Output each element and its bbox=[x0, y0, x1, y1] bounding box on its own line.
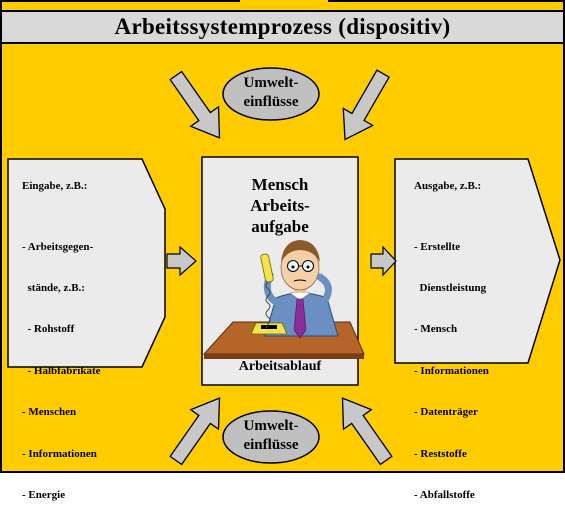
input-item: - Energie bbox=[22, 488, 66, 501]
input-item: - Halbfabrikate bbox=[22, 364, 101, 377]
output-item: - Abfallstoffe bbox=[414, 488, 475, 501]
input-item: - Arbeitsgegen- bbox=[22, 240, 94, 253]
environment-bottom-ellipse bbox=[222, 410, 320, 464]
arrow-bottom-left bbox=[169, 397, 221, 466]
center-line-2: Arbeits- bbox=[250, 196, 310, 215]
input-item: stände, z.B.: bbox=[22, 281, 85, 294]
output-list: - Erstellte Dienstleistung - Mensch - In… bbox=[414, 213, 489, 517]
environment-top-line-2: einflüsse bbox=[243, 94, 299, 110]
environment-top-label: Umwelt- einflüsse bbox=[231, 74, 311, 112]
person-illustration bbox=[202, 240, 365, 359]
input-heading: Eingabe, z.B.: bbox=[22, 180, 88, 192]
environment-bottom-line-2: einflüsse bbox=[243, 437, 299, 453]
environment-top-line-1: Umwelt- bbox=[243, 75, 299, 91]
output-item: - Datenträger bbox=[414, 406, 478, 419]
diagram-shapes bbox=[7, 67, 561, 466]
environment-bottom-line-1: Umwelt- bbox=[243, 418, 299, 434]
output-item: Dienstleistung bbox=[414, 281, 487, 294]
output-item: - Erstellte bbox=[414, 240, 461, 253]
arrow-bottom-right bbox=[341, 397, 393, 466]
center-line-3: aufgabe bbox=[251, 217, 309, 236]
output-item: - Mensch bbox=[414, 323, 458, 336]
input-list: - Arbeitsgegen- stände, z.B.: - Rohstoff… bbox=[22, 213, 101, 517]
environment-top-ellipse bbox=[222, 67, 320, 121]
arrow-top-left bbox=[169, 70, 221, 139]
diagram-title: Arbeitssystemprozess (dispositiv) bbox=[114, 14, 451, 39]
center-label: Mensch Arbeits- aufgabe bbox=[204, 174, 356, 237]
output-item: - Informationen bbox=[414, 364, 489, 377]
center-footer: Arbeitsablauf bbox=[238, 359, 322, 374]
center-line-1: Mensch bbox=[251, 175, 309, 194]
output-item: - Reststoffe bbox=[414, 447, 467, 460]
output-heading: Ausgabe, z.B.: bbox=[414, 180, 482, 192]
arrow-input-to-center bbox=[166, 245, 197, 277]
input-item: - Rohstoff bbox=[22, 323, 75, 336]
input-item: - Menschen bbox=[22, 406, 77, 419]
input-item: - Informationen bbox=[22, 447, 97, 460]
input-box bbox=[7, 158, 166, 368]
arrow-top-right bbox=[342, 69, 390, 141]
environment-bottom-label: Umwelt- einflüsse bbox=[231, 417, 311, 455]
top-notch bbox=[240, 0, 328, 10]
arrow-center-to-output bbox=[370, 245, 397, 277]
title-bar: Arbeitssystemprozess (dispositiv) bbox=[2, 10, 563, 44]
output-box bbox=[394, 158, 561, 364]
